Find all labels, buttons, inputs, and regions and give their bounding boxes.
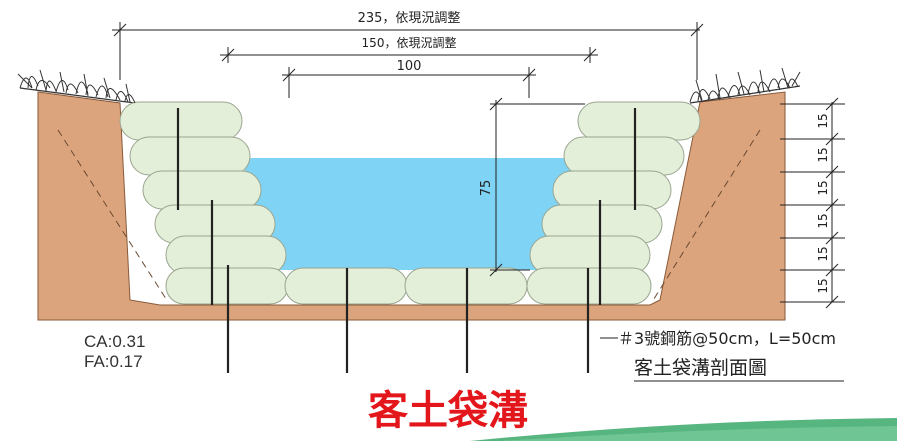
layer-height-label-4: 15: [816, 213, 830, 228]
sandbag-row-bottom: [284, 267, 528, 305]
dimension-mid-width: [220, 47, 598, 63]
dimension-water-depth-label: 75: [479, 180, 494, 197]
dimension-bottom-width: [282, 67, 536, 98]
layer-height-label-5: 15: [816, 246, 830, 261]
dimension-layer-heights: [780, 97, 845, 309]
soil-left: [37, 91, 786, 321]
layer-height-label-3: 15: [816, 180, 830, 195]
dimension-top-width: [112, 22, 704, 80]
layer-height-label-1: 15: [816, 113, 830, 128]
grass-right: [689, 67, 801, 103]
excavation-line-right: [651, 129, 761, 303]
coefficient-fa: FA:0.17: [84, 352, 143, 371]
excavation-line-left: [57, 129, 169, 303]
coefficient-ca: CA:0.31: [84, 332, 145, 351]
dimension-water-depth: [489, 97, 585, 277]
section-title: 客土袋溝剖面圖: [634, 357, 767, 379]
dimension-bottom-width-label: 100: [397, 59, 422, 74]
rebar-note: ＃3號鋼筋@50cm，L=50cm: [618, 329, 836, 348]
ground-line-right: [689, 85, 801, 104]
green-swoosh-light: [500, 426, 897, 441]
layer-height-label-6: 15: [816, 278, 830, 293]
dimension-top-width-label: 235，依現況調整: [358, 11, 461, 26]
grass-left: [17, 69, 136, 104]
dimension-mid-width-label: 150，依現況調整: [362, 35, 457, 50]
layer-height-label-2: 15: [816, 147, 830, 162]
main-title: 客土袋溝: [368, 388, 528, 434]
ground-line-left: [19, 87, 136, 104]
water-body: [245, 158, 575, 270]
rebar-stakes: [176, 108, 637, 373]
